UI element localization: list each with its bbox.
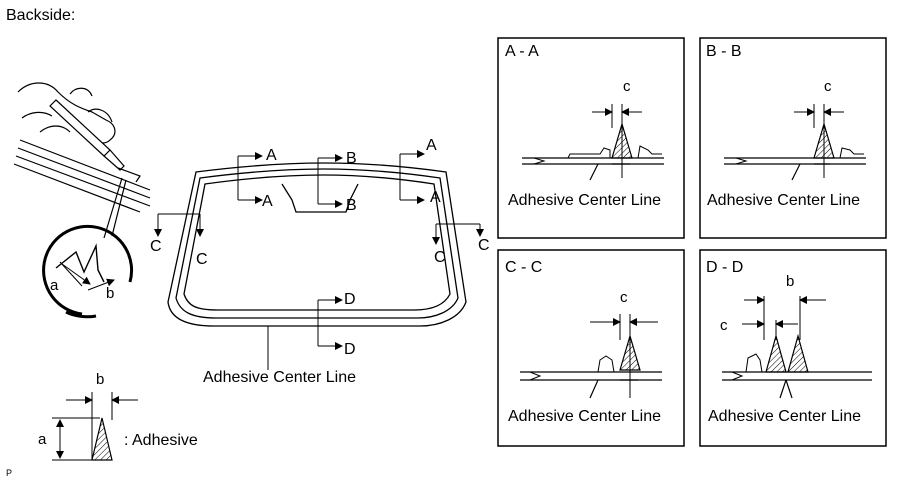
section-d-d-dim-c: c: [720, 317, 728, 334]
section-b-b-dim-c: c: [824, 78, 832, 95]
section-title-a-a: A - A: [505, 43, 539, 60]
section-label-b-bottom: B: [346, 197, 357, 214]
section-marker-a-left: [237, 152, 263, 204]
section-label-c-left-outer: C: [150, 238, 162, 255]
legend-dimension-b: b: [96, 371, 104, 388]
section-panel-d-d: D - D b c Adhesive Center Line: [699, 249, 887, 447]
section-label-d-bottom: D: [344, 341, 356, 358]
adhesive-triangle-symbol: [91, 417, 113, 461]
section-label-c-right-inner: C: [434, 249, 446, 266]
section-d-d-caption: Adhesive Center Line: [708, 408, 861, 425]
circle-dimension-b: b: [106, 285, 114, 302]
adhesive-detail-circle: a b: [42, 224, 134, 319]
section-title-d-d: D - D: [706, 259, 743, 276]
section-marker-a-right: [399, 150, 425, 204]
figure-code: P: [6, 468, 12, 478]
adhesive-legend: b a : Adhesive: [38, 371, 198, 461]
windshield-outline: [167, 162, 467, 327]
legend-dimension-a: a: [38, 431, 47, 448]
section-marker-b: [317, 154, 343, 208]
section-title-b-b: B - B: [706, 43, 742, 60]
section-marker-c-right: [432, 223, 484, 245]
section-panel-c-c: C - C c Adhesive Center Line: [497, 249, 685, 447]
section-c-c-caption: Adhesive Center Line: [508, 408, 661, 425]
section-title-c-c: C - C: [505, 259, 542, 276]
section-label-b-top: B: [346, 150, 357, 167]
section-marker-c-left: [154, 213, 204, 237]
section-label-a-top-right: A: [426, 137, 437, 154]
windshield-center-line-label: Adhesive Center Line: [203, 369, 356, 386]
section-label-a-bottom-left: A: [262, 193, 273, 210]
section-label-a-top-left: A: [266, 147, 277, 164]
section-marker-d: [317, 296, 343, 350]
adhesive-bead-profile: [55, 243, 105, 283]
circle-dimension-a: a: [50, 277, 59, 294]
section-panel-b-b: B - B c Adhesive Center Line: [699, 37, 887, 239]
nozzle-application-illustration: [13, 82, 151, 239]
section-c-c-dim-c: c: [620, 289, 628, 306]
section-a-a-caption: Adhesive Center Line: [508, 192, 661, 209]
section-a-a-dim-c: c: [623, 78, 631, 95]
section-label-a-bottom-right: A: [430, 189, 441, 206]
section-d-d-dim-b: b: [786, 273, 794, 290]
section-label-c-right-outer: C: [478, 237, 490, 254]
legend-adhesive-label: : Adhesive: [124, 432, 198, 449]
section-b-b-caption: Adhesive Center Line: [707, 192, 860, 209]
section-label-c-left-inner: C: [196, 251, 208, 268]
section-panel-a-a: A - A c Adhesive Center Line: [497, 37, 685, 239]
page-title: Backside:: [6, 7, 75, 24]
section-label-d-top: D: [344, 291, 356, 308]
